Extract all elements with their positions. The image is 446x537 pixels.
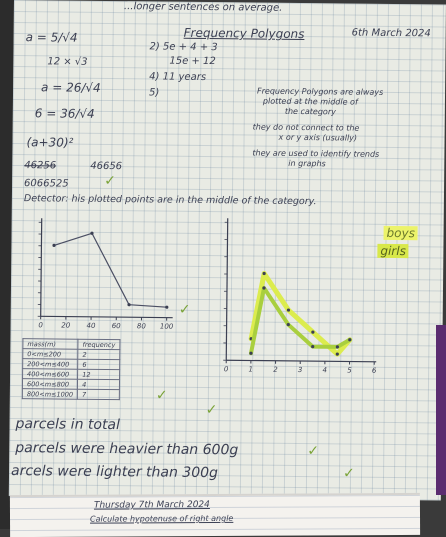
table-cell: 6	[78, 359, 120, 369]
page-date: 6th March 2024	[352, 28, 431, 40]
x-tick-label: 1	[249, 365, 254, 373]
tick-mark: ✓	[206, 402, 218, 418]
x-tick-label: 3	[298, 366, 303, 374]
note-1a: Frequency Polygons are always	[257, 87, 383, 97]
data-point	[52, 244, 55, 247]
legend-girls: girls	[377, 244, 409, 258]
table-cell: 800<m≤1000	[22, 389, 77, 400]
calc-line-6: 46256	[24, 160, 56, 171]
bottom-line-1: parcels in total	[15, 416, 120, 433]
x-tick-label: 20	[61, 322, 71, 330]
top-note: ...longer sentences on average.	[124, 1, 283, 14]
answer-5: 5)	[149, 87, 159, 98]
table-header-mass: mass(m)	[23, 339, 78, 350]
series-line	[251, 273, 350, 354]
bottom-line-3: arcels were lighter than 300g	[11, 463, 218, 481]
y-axis	[41, 218, 42, 316]
calc-line-2: 12 × √3	[47, 56, 87, 67]
note-1c: the category	[285, 107, 336, 117]
answer-2a: 2) 5e + 4 + 3	[149, 41, 217, 53]
tick-mark: ✓	[104, 173, 116, 189]
data-point	[165, 306, 168, 309]
table-cell: 4	[78, 379, 120, 389]
x-tick-label: 100	[160, 323, 174, 331]
table-cell: 0<m≤200	[23, 349, 78, 360]
detector-line: Detector: his plotted points are in the …	[24, 193, 317, 207]
calc-line-3: a = 26/√4	[41, 80, 101, 95]
purple-folder-edge	[436, 325, 446, 495]
x-tick-label: 2	[273, 366, 278, 374]
calc-line-7: 46656	[90, 161, 122, 172]
note-3a: they are used to identify trends	[252, 149, 379, 159]
table-cell: 12	[78, 369, 120, 379]
table-header-frequency: frequency	[78, 339, 120, 349]
answer-4: 4) 11 years	[149, 71, 206, 83]
next-task: Calculate hypotenuse of right angle	[90, 514, 233, 524]
x-tick-label: 4	[323, 366, 328, 374]
calc-line-1: a = 5/√4	[26, 30, 78, 45]
calc-line-5: (a+30)²	[26, 135, 73, 149]
note-2a: they do not connect to the	[253, 123, 360, 133]
x-tick-label: 60	[112, 322, 122, 330]
table-cell: 7	[78, 389, 120, 399]
calc-line-8: 6066525	[24, 178, 69, 189]
legend-boys: boys	[384, 226, 418, 240]
x-tick-label: 6	[372, 367, 377, 375]
series-line	[53, 233, 167, 307]
notebook-page: ...longer sentences on average. 6th Marc…	[9, 0, 446, 500]
table-cell: 600<m≤800	[22, 379, 77, 390]
next-date: Thursday 7th March 2024	[94, 500, 210, 511]
tick-mark: ✓	[307, 443, 319, 459]
note-3b: in graphs	[288, 159, 326, 168]
x-tick-label: 0	[38, 321, 43, 329]
note-1b: plotted at the middle of	[263, 97, 358, 107]
answer-2b: 15e + 12	[169, 56, 215, 67]
x-axis	[226, 360, 378, 362]
x-tick-label: 5	[347, 367, 352, 375]
calc-line-4: 6 = 36/√4	[35, 106, 95, 121]
x-tick-label: 40	[86, 322, 96, 330]
tick-mark: ✓	[343, 465, 355, 481]
chart-left: 0 20 40 60 80 100	[17, 212, 183, 334]
bottom-line-2: parcels were heavier than 600g	[15, 440, 238, 458]
section-title: Frequency Polygons	[184, 26, 305, 41]
tick-mark: ✓	[179, 302, 191, 318]
x-axis	[41, 316, 173, 317]
note-2b: x or y axis (usually)	[279, 133, 358, 143]
x-tick-label: 0	[224, 365, 229, 373]
tick-mark: ✓	[156, 388, 168, 404]
chart-right: 0 1 2 3 4 5 6	[206, 212, 378, 379]
next-page: Thursday 7th March 2024 Calculate hypote…	[10, 493, 420, 537]
table-cell: 200<m≤400	[23, 359, 78, 370]
x-tick-label: 80	[137, 322, 147, 330]
table-cell: 2	[78, 349, 120, 359]
table-cell: 400<m≤600	[23, 369, 78, 380]
